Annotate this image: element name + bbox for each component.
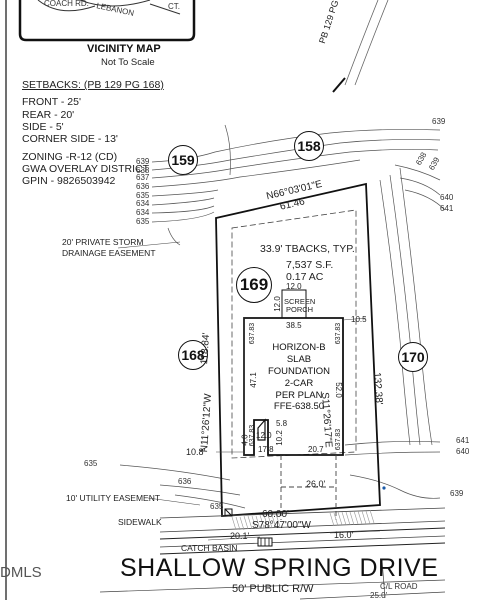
- garage-dim-3: 10.2: [274, 430, 284, 446]
- house-line: FFE-638.50: [273, 401, 325, 413]
- setbacks-heading: SETBACKS: (PB 129 PG 168): [22, 79, 164, 91]
- house-model-label: HORIZON-B SLAB FOUNDATION 2-CAR PER PLAN…: [256, 342, 342, 413]
- road-row: 50' PUBLIC R/W: [232, 583, 314, 595]
- contour-label: 639: [432, 117, 446, 126]
- corner-elevation: 637.83: [335, 322, 343, 345]
- contour-label: 634: [136, 199, 150, 208]
- contour-label: 636: [136, 182, 150, 191]
- sidewalk-hatch: [231, 509, 375, 531]
- house-width: 38.5: [286, 321, 302, 330]
- vicinity-map: [18, 0, 196, 42]
- lot-number-170: 170: [398, 342, 428, 372]
- house-line: SLAB: [286, 353, 312, 365]
- contour-label: 636: [178, 477, 192, 486]
- setback-side: SIDE - 5': [22, 121, 64, 133]
- setback-lines: [231, 209, 357, 459]
- contour-label: 635: [136, 191, 150, 200]
- property-corner-marker: [224, 508, 233, 517]
- lot-area-sf: 7,537 S.F.: [286, 259, 334, 271]
- contour-label: 640: [456, 447, 470, 456]
- centerline-label: C/L ROAD: [380, 582, 418, 591]
- setback-front: FRONT - 25': [22, 96, 81, 108]
- catch-basin-label: CATCH BASIN: [181, 543, 238, 553]
- house-line: 2-CAR: [284, 377, 314, 389]
- storm-easement-label-2: DRAINAGE EASEMENT: [62, 248, 156, 258]
- front-dim-left: 17.8: [258, 445, 274, 454]
- contour-label: 640: [440, 193, 454, 202]
- front-dim-right: 20.7: [308, 445, 324, 454]
- sidewalk-strip: [99, 507, 446, 600]
- sidewalk-label: SIDEWALK: [118, 517, 162, 527]
- screen-porch-label-1: SCREEN: [284, 297, 316, 306]
- centerline-distance: 25.0': [370, 591, 388, 600]
- house-line: HORIZON-B: [272, 342, 326, 353]
- zoning-text: ZONING -R-12 (CD): [22, 151, 118, 163]
- road-name: SHALLOW SPRING DRIVE: [120, 554, 439, 582]
- lot-area-ac: 0.17 AC: [286, 271, 324, 283]
- lot-number-159: 159: [168, 145, 198, 175]
- contour-lines: [119, 124, 446, 509]
- setback-typ-label: 33.9' TBACKS, TYP.: [260, 243, 355, 255]
- corner-elevation: 637.83: [335, 428, 343, 451]
- contour-label: 639: [136, 157, 150, 166]
- garage-dim-2: 5.8: [276, 419, 288, 428]
- setback-corner: CORNER SIDE - 13': [22, 133, 118, 145]
- contour-label: 641: [440, 204, 454, 213]
- house-footprint: [243, 317, 344, 456]
- garage-dim-4: 4.0: [240, 434, 250, 446]
- northeast-road-lines: [332, 0, 389, 93]
- vicinity-map-subtitle: Not To Scale: [101, 57, 155, 68]
- contour-label: 635: [136, 217, 150, 226]
- house-line: PER PLAN: [275, 389, 323, 401]
- lot-number-168: 168: [178, 340, 208, 370]
- house-line: FOUNDATION: [267, 365, 331, 377]
- screen-porch-label-2: PORCH: [286, 305, 314, 314]
- contour-label: 634: [136, 208, 150, 217]
- porch-depth: 12.0: [272, 296, 282, 312]
- contour-label: 637: [136, 173, 150, 182]
- gpin-number: GPIN - 9826503942: [22, 175, 116, 187]
- contour-label: 635: [210, 502, 224, 511]
- driveway: [280, 455, 337, 520]
- east-side-dim: 10.5: [351, 315, 367, 324]
- overlay-district: GWA OVERLAY DISTRICT: [22, 163, 149, 175]
- survey-point: [382, 486, 386, 490]
- contour-label: 635: [84, 459, 98, 468]
- mls-watermark: DMLS: [0, 564, 42, 581]
- contour-label: 639: [450, 489, 464, 498]
- west-side-dim: 10.8': [186, 447, 206, 457]
- setback-rear: REAR - 20': [22, 109, 75, 121]
- driveway-depth: 26.0': [306, 479, 326, 489]
- garage-dim-1: 12.0: [256, 431, 272, 440]
- vicinity-road-label-1: COACH RD.: [44, 0, 89, 8]
- vicinity-road-label-3: CT.: [168, 2, 180, 11]
- storm-easement-label-1: 20' PRIVATE STORM: [62, 237, 144, 247]
- lot-number-158: 158: [294, 131, 324, 161]
- porch-width: 12.0: [286, 282, 302, 291]
- vicinity-map-title: VICINITY MAP: [87, 43, 161, 55]
- east-distance: 132.38': [371, 371, 385, 406]
- dimension-lines: [207, 317, 381, 541]
- utility-easement-label: 10' UTILITY EASEMENT: [66, 493, 161, 503]
- lot-169-boundary: [215, 182, 381, 517]
- contour-label: 641: [456, 436, 470, 445]
- lot-number-169: 169: [236, 267, 272, 303]
- contour-label: 638: [136, 166, 150, 175]
- corner-elevation: 637.83: [249, 322, 257, 345]
- south-bearing: S78°47'00"W: [252, 520, 311, 531]
- south-distance: 60.00': [262, 509, 289, 520]
- walk-dim-1: 20.1': [230, 531, 250, 541]
- walk-dim-2: 16.0': [334, 530, 354, 540]
